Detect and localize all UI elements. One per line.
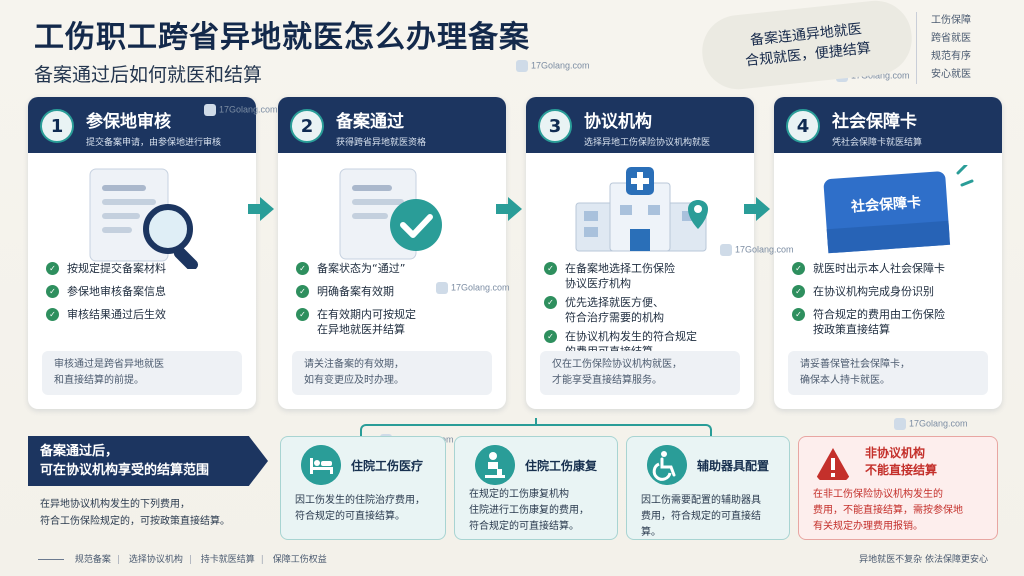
footer-item: 持卡就医结算 [200,555,255,565]
watermark: 17Golang.com [894,418,968,430]
category-text: 因工伤发生的住院治疗费用，符合规定的可直接结算。 [295,495,425,522]
warning-text: 在非工伤保险协议机构发生的费用，不能直接结算，需按参保地有关规定办理费用报销。 [813,489,963,532]
card-title: 备案通过 [336,112,404,132]
list-item: ✓在有效期内可按规定在异地就医并结算 [296,307,494,337]
connector-line [535,418,537,426]
step-card-4: 4 社会保障卡 凭社会保障卡就医结算 社会保障卡 ✓就医时出示本人社会保障卡 ✓… [774,97,1002,409]
category-text: 因工伤需要配置的辅助器具费用，符合规定的可直接结算。 [641,495,761,538]
tagline: 工伤保障 [931,15,971,26]
card-description: 凭社会保障卡就医结算 [832,138,923,148]
list-item: ✓优先选择就医方便、符合治疗需要的机构 [544,295,742,325]
tagline-list: 工伤保障 跨省就医 规范有序 安心就医 [916,12,971,84]
card-description: 选择异地工伤保险协议机构就医 [584,138,711,148]
warning-icon [815,448,851,480]
card-label: 社会保障卡 [850,194,922,216]
list-item: ✓在备案地选择工伤保险协议医疗机构 [544,261,742,291]
list-item: ✓在协议机构完成身份识别 [792,284,990,299]
card-note: 请妥善保管社会保障卡，确保本人持卡就医。 [788,351,988,395]
category-title: 住院工伤医疗 [351,459,424,473]
page-title: 工伤职工跨省异地就医怎么办理备案 [34,20,530,55]
list-item: ✓符合规定的费用由工伤保险按政策直接结算 [792,307,990,337]
footer-rule [38,559,64,560]
watermark: 17Golang.com [720,244,794,256]
scope-description: 在异地协议机构发生的下列费用，符合工伤保险规定的，可按政策直接结算。 [40,499,230,527]
step-card-1: 1 参保地审核 提交备案申请，由参保地进行审核 ✓按规定提交备案材料 ✓参保地审… [28,97,256,409]
list-item: ✓按规定提交备案材料 [46,261,244,276]
approved-document-icon [339,168,442,260]
footer-item: 规范备案 [74,555,111,565]
card-header: 1 参保地审核 提交备案申请，由参保地进行审核 [28,97,256,153]
footer-motto: 异地就医不复杂 依法保障更安心 [859,555,988,565]
card-description: 提交备案申请，由参保地进行审核 [86,138,222,148]
arrow-right-icon [744,197,770,221]
card-note: 仅在工伤保险协议机构就医，才能享受直接结算服务。 [540,351,740,395]
watermark: 17Golang.com [516,60,590,72]
social-security-card-icon: 社会保障卡 [823,165,974,254]
hospital-bed-icon [301,445,341,485]
check-icon: ✓ [544,330,557,343]
tagline: 跨省就医 [931,33,971,44]
arrow-right-icon [496,197,522,221]
bracket-connector [360,424,712,436]
card-description: 获得跨省异地就医资格 [336,138,427,148]
list-item: ✓参保地审核备案信息 [46,284,244,299]
category-title: 住院工伤康复 [525,459,598,473]
check-icon: ✓ [46,285,59,298]
check-icon: ✓ [792,262,805,275]
step-number: 3 [538,109,572,143]
footer-item: 保障工伤权益 [272,555,327,565]
footer-item: 选择协议机构 [128,555,183,565]
check-icon: ✓ [296,262,309,275]
category-title: 辅助器具配置 [697,459,770,473]
card-title: 协议机构 [584,112,652,132]
card-note: 审核通过是跨省异地就医和直接结算的前提。 [42,351,242,395]
checklist: ✓在备案地选择工伤保险协议医疗机构 ✓优先选择就医方便、符合治疗需要的机构 ✓在… [544,261,742,363]
step-number: 1 [40,109,74,143]
arrow-right-icon [248,197,274,221]
checklist: ✓备案状态为“通过” ✓明确备案有效期 ✓在有效期内可按规定在异地就医并结算 [296,261,494,345]
card-header: 2 备案通过 获得跨省异地就医资格 [278,97,506,153]
category-rehabilitation: 住院工伤康复 在规定的工伤康复机构住院进行工伤康复的费用，符合规定的可直接结算。 [454,436,618,540]
step-number: 2 [290,109,324,143]
wheelchair-icon [647,445,687,485]
warning-title: 非协议机构不能直接结算 [865,446,938,477]
list-item: ✓审核结果通过后生效 [46,307,244,322]
card-note: 请关注备案的有效期，如有变更应及时办理。 [292,351,492,395]
step-card-2: 2 备案通过 获得跨省异地就医资格 ✓备案状态为“通过” ✓明确备案有效期 ✓在… [278,97,506,409]
footer-bar: 规范备案| 选择协议机构| 持卡就医结算| 保障工伤权益 [38,552,327,565]
check-icon: ✓ [296,308,309,321]
page-subtitle: 备案通过后如何就医和结算 [34,64,263,86]
document-search-icon [89,168,199,269]
check-icon: ✓ [792,285,805,298]
checklist: ✓就医时出示本人社会保障卡 ✓在协议机构完成身份识别 ✓符合规定的费用由工伤保险… [792,261,990,345]
check-icon: ✓ [544,262,557,275]
card-header: 4 社会保障卡 凭社会保障卡就医结算 [774,97,1002,153]
watermark: 17Golang.com [436,282,510,294]
warning-non-agreement: 非协议机构不能直接结算 在非工伤保险协议机构发生的费用，不能直接结算，需按参保地… [798,436,998,540]
list-item: ✓明确备案有效期 [296,284,494,299]
check-icon: ✓ [46,262,59,275]
rehabilitation-icon [475,445,515,485]
check-icon: ✓ [296,285,309,298]
scope-banner: 备案通过后，可在协议机构享受的结算范围 [28,436,268,486]
step-card-3: 3 协议机构 选择异地工伤保险协议机构就医 ✓在备案地选择工伤保险协议医疗机构 … [526,97,754,409]
check-icon: ✓ [544,296,557,309]
tagline: 安心就医 [931,69,971,80]
checklist: ✓按规定提交备案材料 ✓参保地审核备案信息 ✓审核结果通过后生效 [46,261,244,330]
card-title: 参保地审核 [86,112,171,132]
card-title: 社会保障卡 [832,112,917,132]
category-assistive-devices: 辅助器具配置 因工伤需要配置的辅助器具费用，符合规定的可直接结算。 [626,436,790,540]
step-number: 4 [786,109,820,143]
category-inpatient-treatment: 住院工伤医疗 因工伤发生的住院治疗费用，符合规定的可直接结算。 [280,436,446,540]
watermark: 17Golang.com [204,104,278,116]
check-icon: ✓ [46,308,59,321]
check-icon: ✓ [792,308,805,321]
hospital-icon [575,167,708,252]
list-item: ✓就医时出示本人社会保障卡 [792,261,990,276]
list-item: ✓备案状态为“通过” [296,261,494,276]
tagline: 规范有序 [931,51,971,62]
card-header: 3 协议机构 选择异地工伤保险协议机构就医 [526,97,754,153]
category-text: 在规定的工伤康复机构住院进行工伤康复的费用，符合规定的可直接结算。 [469,489,589,532]
